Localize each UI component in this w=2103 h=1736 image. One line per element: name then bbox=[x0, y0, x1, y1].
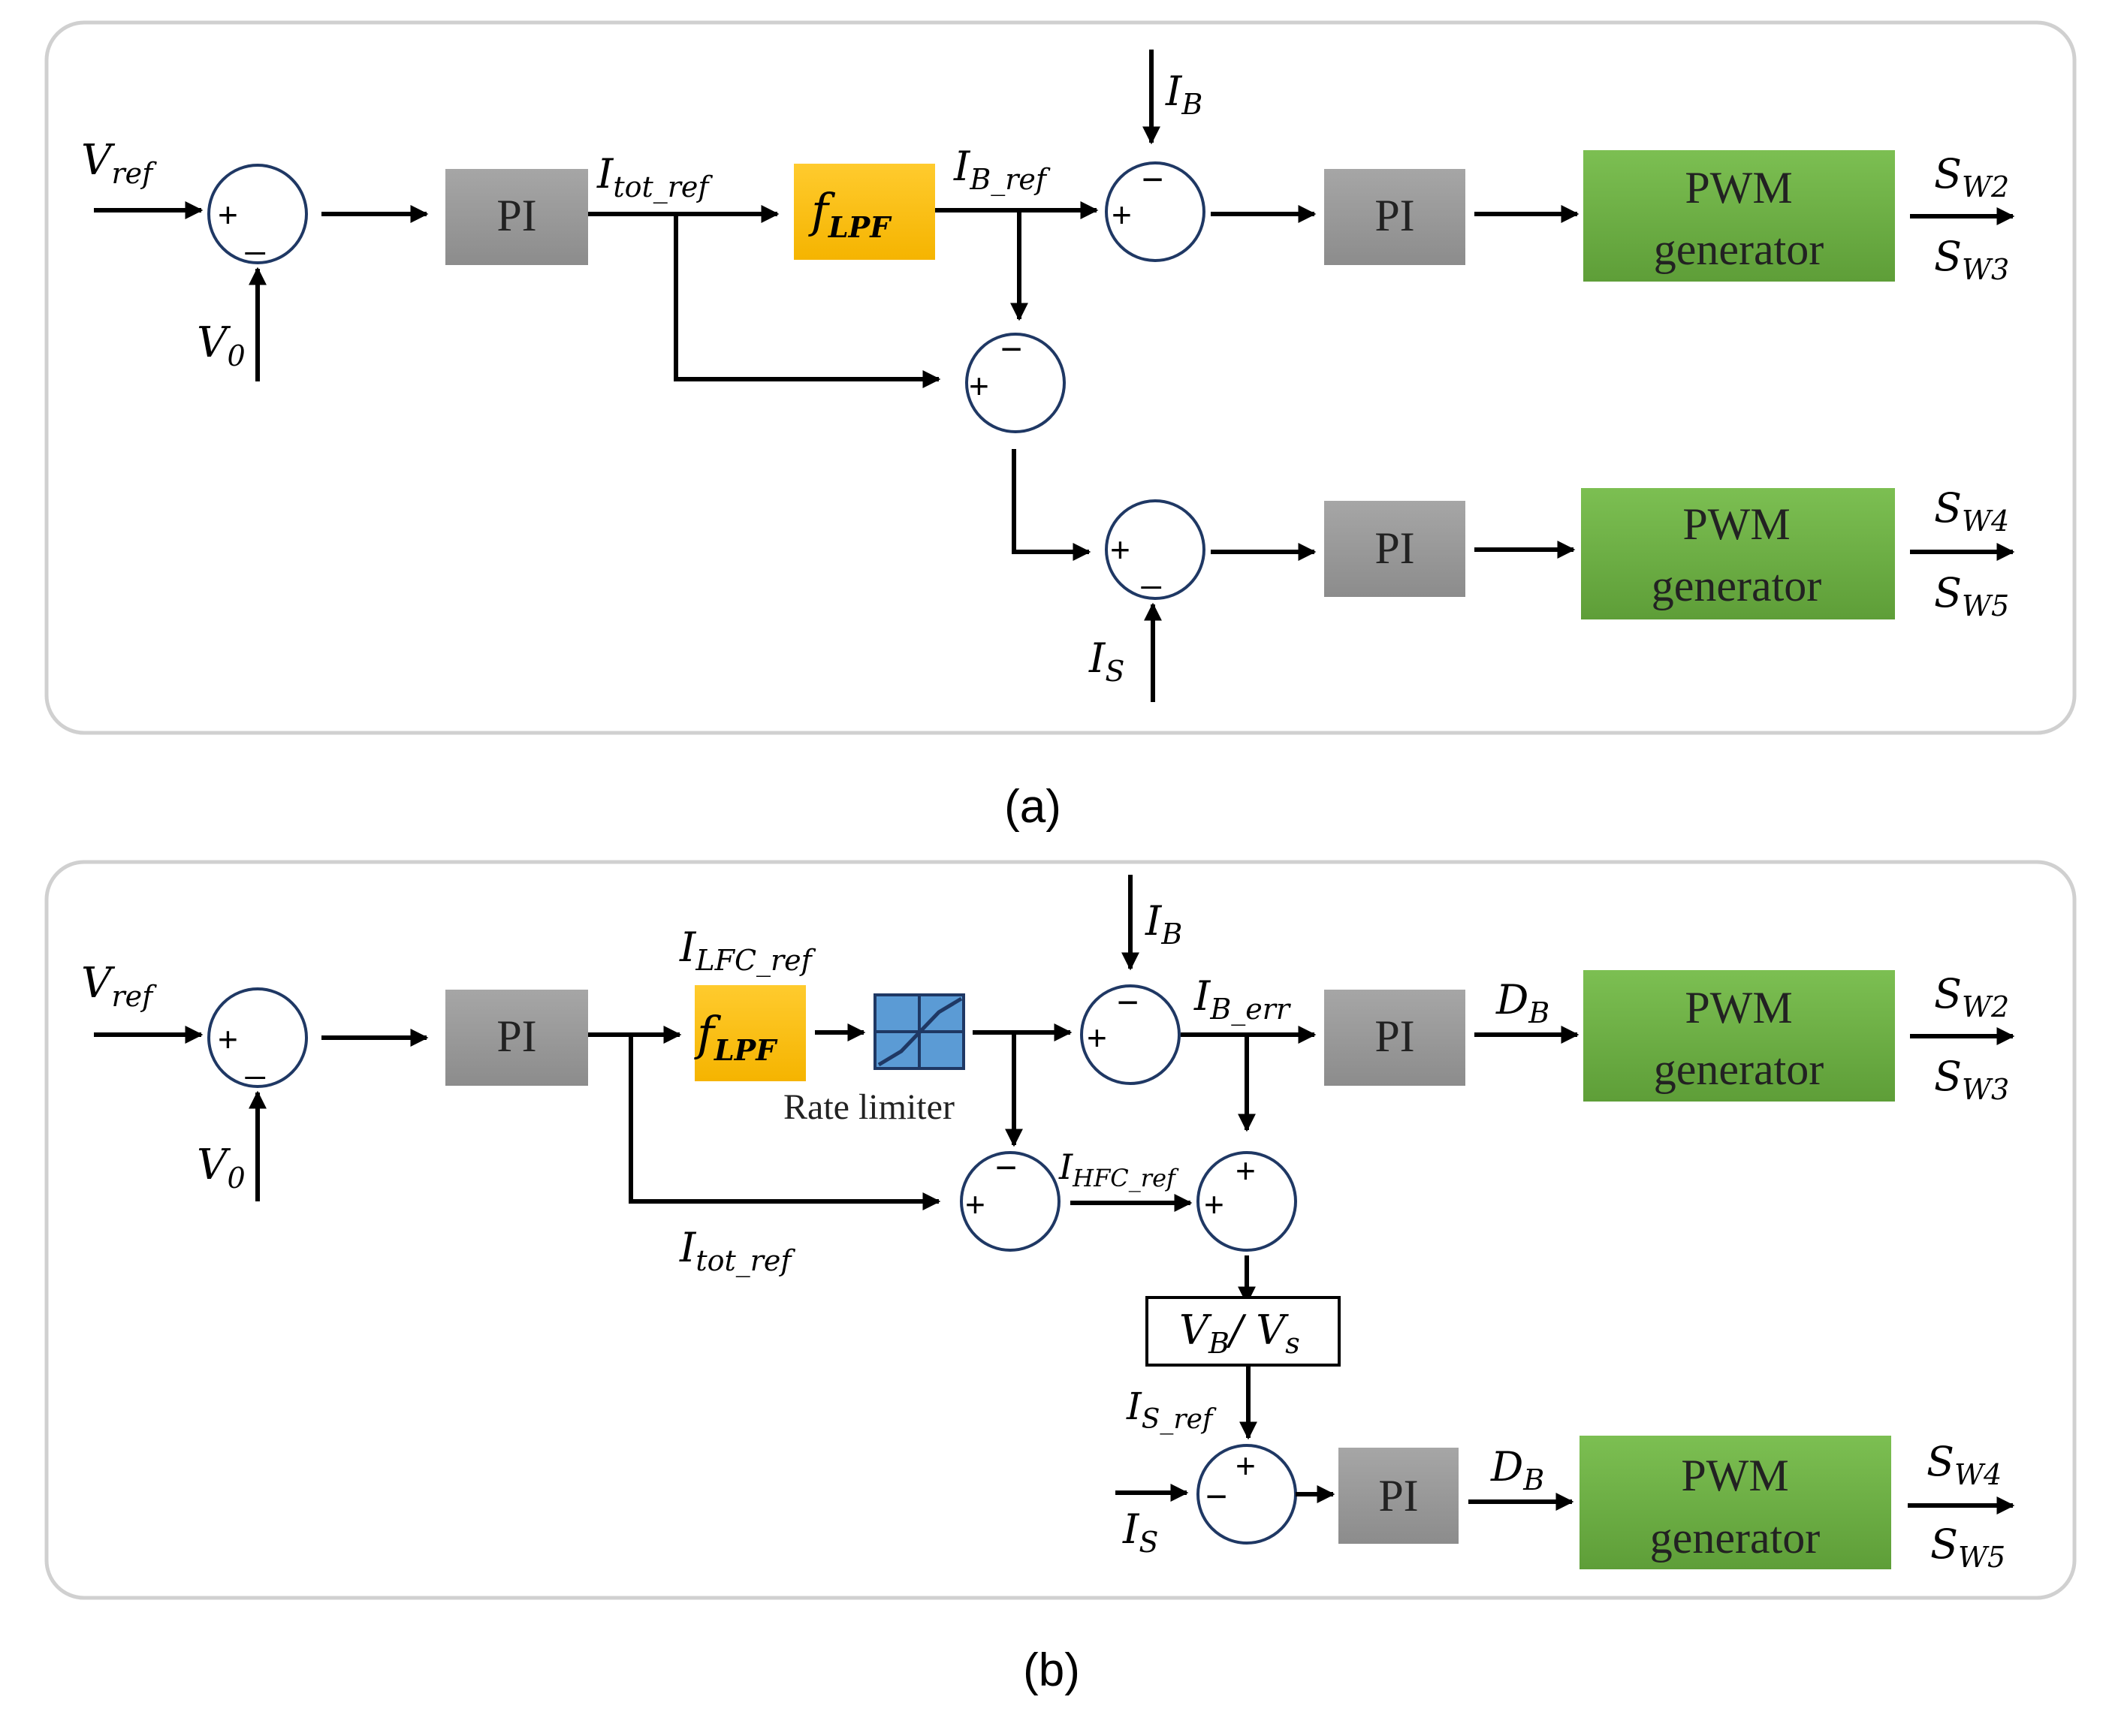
b-lpf-block bbox=[695, 985, 806, 1081]
b-sw3-label: SW3 bbox=[1934, 1053, 2009, 1106]
a-sum3-plus: + bbox=[969, 366, 989, 405]
a-sum1-plus: + bbox=[218, 195, 238, 234]
b-rate-limiter-label: Rate limiter bbox=[783, 1087, 955, 1127]
a-sum1-minus: _ bbox=[245, 216, 266, 255]
b-pwm-generator-1 bbox=[1583, 970, 1895, 1102]
b-summing-junction-2 bbox=[1080, 984, 1181, 1085]
b-sum4-plus-left: + bbox=[1204, 1185, 1224, 1224]
b-sum1-minus: _ bbox=[245, 1041, 266, 1080]
b-pwm2-line2: generator bbox=[1650, 1513, 1821, 1563]
b-itotref-label: Itot_ref bbox=[679, 1224, 795, 1278]
a-summing-junction-2 bbox=[1105, 161, 1205, 262]
a-sw4-label: SW4 bbox=[1934, 484, 2009, 538]
a-pi-2-label: PI bbox=[1374, 191, 1414, 240]
a-sum3-minus: − bbox=[1000, 328, 1022, 370]
a-pi-3-label: PI bbox=[1374, 523, 1414, 573]
a-itotref-label: Itot_ref bbox=[596, 150, 713, 204]
a-vref-label: Vref bbox=[81, 136, 157, 190]
b-pi-block-3 bbox=[1338, 1448, 1459, 1544]
a-sw2-label: SW2 bbox=[1934, 150, 2009, 203]
a-summing-junction-1 bbox=[207, 164, 308, 264]
b-sum2-plus: + bbox=[1087, 1018, 1107, 1057]
b-sw4-label: SW4 bbox=[1926, 1438, 2002, 1491]
a-sw5-label: SW5 bbox=[1934, 569, 2009, 622]
a-pi-block-1 bbox=[445, 169, 588, 265]
b-pi-2-label: PI bbox=[1374, 1011, 1414, 1061]
b-pi-block-2 bbox=[1324, 990, 1465, 1086]
b-isref-label: IS_ref bbox=[1126, 1385, 1217, 1435]
b-pwm2-line1: PWM bbox=[1681, 1451, 1788, 1500]
a-pi-block-2 bbox=[1324, 169, 1465, 265]
b-voltage-ratio-label: VB/ Vs bbox=[1179, 1307, 1300, 1360]
a-pwm-generator-1 bbox=[1583, 150, 1895, 282]
a-pi-block-3 bbox=[1324, 501, 1465, 597]
b-sum5-plus: + bbox=[1236, 1446, 1256, 1485]
a-is-label: IS bbox=[1088, 634, 1124, 688]
b-sum3-minus: − bbox=[995, 1147, 1017, 1189]
b-vref-label: Vref bbox=[81, 959, 157, 1013]
b-voltage-ratio-block bbox=[1145, 1296, 1341, 1367]
b-summing-junction-1 bbox=[207, 987, 308, 1088]
b-summing-junction-3 bbox=[960, 1151, 1061, 1252]
b-rate-limiter-curve bbox=[877, 996, 963, 1067]
b-summing-junction-4 bbox=[1196, 1151, 1297, 1252]
b-pwm1-line1: PWM bbox=[1685, 983, 1792, 1032]
a-ibref-label: IB_ref bbox=[953, 143, 1051, 197]
b-sum1-plus: + bbox=[218, 1020, 238, 1059]
panel-a: Vref + _ V0 PI Itot_ref fLPF IB_ref IB +… bbox=[44, 20, 2077, 735]
a-summing-junction-4 bbox=[1105, 499, 1205, 600]
a-pwm1-line2: generator bbox=[1654, 225, 1824, 274]
a-sw3-label: SW3 bbox=[1934, 233, 2009, 286]
b-ib-label: IB bbox=[1145, 897, 1182, 951]
b-pi-1-label: PI bbox=[496, 1011, 536, 1061]
b-rate-limiter-block bbox=[873, 993, 965, 1070]
a-pwm1-line1: PWM bbox=[1685, 163, 1792, 212]
b-iberr-label: IB_err bbox=[1193, 972, 1292, 1026]
b-sw2-label: SW2 bbox=[1934, 970, 2009, 1023]
a-v0-label: V0 bbox=[197, 318, 246, 372]
b-db2-label: DB bbox=[1490, 1443, 1544, 1496]
b-db1-label: DB bbox=[1495, 976, 1549, 1029]
a-sum4-plus: + bbox=[1110, 530, 1130, 569]
b-pwm1-line2: generator bbox=[1654, 1044, 1824, 1094]
a-itotref-branch bbox=[674, 214, 941, 388]
a-ib-label: IB bbox=[1165, 68, 1202, 121]
panel-b: Vref + _ V0 PI ILFC_ref fLPF Rate limite… bbox=[44, 860, 2077, 1600]
b-pi-block-1 bbox=[445, 990, 588, 1086]
b-ihfcref-label: IHFC_ref bbox=[1058, 1147, 1179, 1192]
a-sum3-to-sum4 bbox=[1012, 449, 1091, 561]
a-pi-1-label: PI bbox=[496, 191, 536, 240]
a-sum4-minus: _ bbox=[1141, 550, 1162, 589]
b-sum4-plus-top: + bbox=[1236, 1151, 1256, 1190]
b-itotref-branch bbox=[629, 1035, 941, 1210]
caption-b: (b) bbox=[1023, 1644, 1080, 1696]
a-sum2-plus: + bbox=[1112, 195, 1132, 234]
b-v0-label: V0 bbox=[197, 1141, 246, 1195]
a-summing-junction-3 bbox=[965, 333, 1066, 433]
b-sum2-minus: − bbox=[1117, 981, 1139, 1023]
b-pwm-generator-2 bbox=[1580, 1436, 1891, 1569]
b-lpf-label: fLPF bbox=[694, 1006, 778, 1067]
a-pwm2-line2: generator bbox=[1652, 561, 1822, 610]
a-pwm2-line1: PWM bbox=[1682, 499, 1790, 549]
a-pwm-generator-2 bbox=[1581, 488, 1895, 619]
a-lpf-block bbox=[794, 164, 935, 260]
a-sum2-minus: − bbox=[1142, 158, 1163, 200]
b-sw5-label: SW5 bbox=[1930, 1521, 2005, 1574]
b-sum3-plus: + bbox=[965, 1185, 985, 1224]
caption-a: (a) bbox=[1004, 781, 1061, 833]
b-sum5-minus: − bbox=[1205, 1475, 1227, 1517]
b-pi-3-label: PI bbox=[1378, 1471, 1418, 1521]
b-is-label: IS bbox=[1122, 1505, 1158, 1559]
b-ilfcref-label: ILFC_ref bbox=[679, 924, 816, 978]
